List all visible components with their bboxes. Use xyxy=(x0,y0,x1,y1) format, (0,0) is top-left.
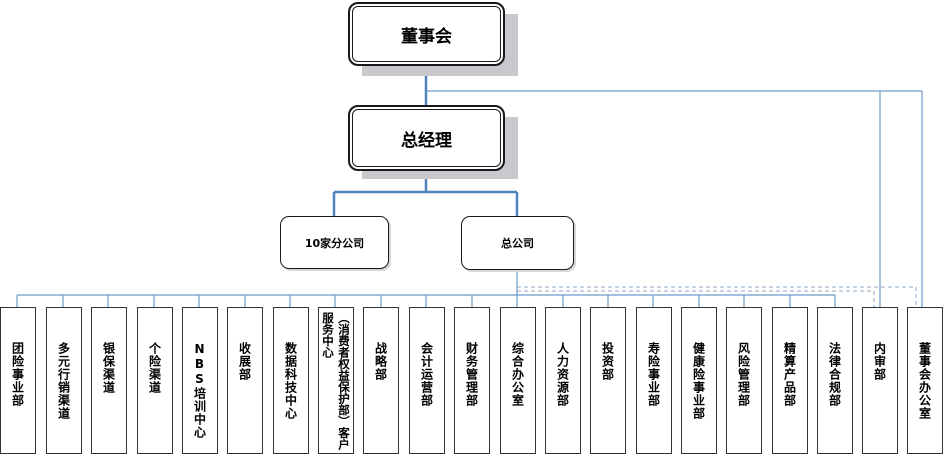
branches-label: 10家分公司 xyxy=(304,236,365,250)
dept-box: （消费者权益保护部）客户服务中心 xyxy=(318,307,354,454)
dept-label: 精算产品部 xyxy=(782,342,797,407)
dept-box: 投资部 xyxy=(590,307,626,454)
dept-box: 寿险事业部 xyxy=(636,307,672,454)
dept-label: 投资部 xyxy=(600,342,615,381)
dept-label: 董事会办公室 xyxy=(917,342,932,420)
dept-label: 收展部 xyxy=(237,342,252,381)
dept-label: 内审部 xyxy=(872,342,887,381)
dept-label: 团险事业部 xyxy=(10,342,25,407)
board-box: 董事会 xyxy=(348,2,505,66)
dept-label: 多元行销渠道 xyxy=(56,342,71,420)
dept-box: 团险事业部 xyxy=(0,307,36,454)
dept-label: NBS培训中心 xyxy=(192,342,207,439)
dept-label: 数据科技中心 xyxy=(283,342,298,420)
dept-label: 银保渠道 xyxy=(101,342,116,394)
branches-box: 10家分公司 xyxy=(280,216,389,269)
dept-label: 风险管理部 xyxy=(736,342,751,407)
dept-label: 会计运营部 xyxy=(419,342,434,407)
dept-box: 财务管理部 xyxy=(454,307,490,454)
dept-label: 综合办公室 xyxy=(510,342,525,407)
dept-box: 收展部 xyxy=(227,307,263,454)
dept-box: 内审部 xyxy=(862,307,898,454)
dept-box: 战略部 xyxy=(363,307,399,454)
dept-box: 银保渠道 xyxy=(91,307,127,454)
gm-box: 总经理 xyxy=(348,105,505,171)
dept-label: 人力资源部 xyxy=(555,342,570,407)
dept-label: 个险渠道 xyxy=(147,342,162,394)
dept-box: 健康险事业部 xyxy=(681,307,717,454)
dept-box: 董事会办公室 xyxy=(907,307,943,454)
dept-label: （消费者权益保护部）客户服务中心 xyxy=(321,312,351,450)
dept-label: 财务管理部 xyxy=(464,342,479,407)
dept-box: 综合办公室 xyxy=(500,307,536,454)
dept-label: 寿险事业部 xyxy=(646,342,661,407)
dept-box: 多元行销渠道 xyxy=(46,307,82,454)
dept-box: 人力资源部 xyxy=(545,307,581,454)
dept-box: 风险管理部 xyxy=(726,307,762,454)
gm-label: 总经理 xyxy=(401,130,452,151)
dept-box: 数据科技中心 xyxy=(273,307,309,454)
hq-box: 总公司 xyxy=(461,216,574,270)
board-label: 董事会 xyxy=(401,26,452,47)
dept-label: 健康险事业部 xyxy=(691,342,706,420)
dept-box: 法律合规部 xyxy=(817,307,853,454)
dept-label: 战略部 xyxy=(373,342,388,381)
dept-box: 个险渠道 xyxy=(137,307,173,454)
dept-box: 精算产品部 xyxy=(772,307,808,454)
dept-label: 法律合规部 xyxy=(827,342,842,407)
hq-label: 总公司 xyxy=(501,237,534,250)
dept-box: NBS培训中心 xyxy=(182,307,218,454)
dept-box: 会计运营部 xyxy=(409,307,445,454)
